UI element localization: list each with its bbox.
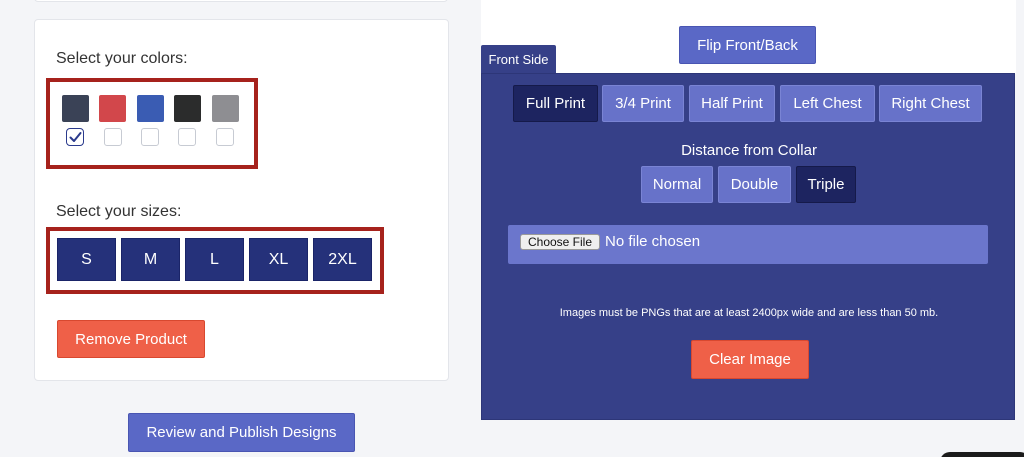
size-button-2xl[interactable]: 2XL [313,238,372,281]
remove-product-button[interactable]: Remove Product [57,320,205,358]
distance-normal[interactable]: Normal [641,166,713,203]
color-checkbox-black[interactable] [178,128,196,146]
color-checkbox-navy-gray[interactable] [66,128,84,146]
corner-widget-edge [940,452,1024,457]
sizes-label: Select your sizes: [56,203,182,220]
color-checkbox-red[interactable] [104,128,122,146]
placement-left-chest[interactable]: Left Chest [780,85,875,122]
placement-three-quarter-print[interactable]: 3/4 Print [602,85,684,122]
flip-front-back-button[interactable]: Flip Front/Back [679,26,816,64]
distance-triple[interactable]: Triple [796,166,856,203]
colors-selection [46,78,258,169]
distance-double[interactable]: Double [718,166,791,203]
colors-label: Select your colors: [56,50,188,67]
image-requirements-note: Images must be PNGs that are at least 24… [559,307,939,319]
color-checkbox-gray[interactable] [216,128,234,146]
color-swatch-black[interactable] [174,95,201,122]
color-swatch-blue[interactable] [137,95,164,122]
design-panel: Full Print 3/4 Print Half Print Left Che… [481,73,1015,420]
color-swatch-red[interactable] [99,95,126,122]
placement-full-print[interactable]: Full Print [513,85,598,122]
size-button-xl[interactable]: XL [249,238,308,281]
clear-image-button[interactable]: Clear Image [691,340,809,379]
color-swatch-navy-gray[interactable] [62,95,89,122]
size-button-s[interactable]: S [57,238,116,281]
size-button-l[interactable]: L [185,238,244,281]
size-button-m[interactable]: M [121,238,180,281]
checkmark-icon [69,132,82,142]
product-card: Select your colors: Select your sizes: S… [34,19,449,381]
sizes-selection: S M L XL 2XL [46,227,384,294]
review-publish-button[interactable]: Review and Publish Designs [128,413,355,452]
placement-right-chest[interactable]: Right Chest [879,85,982,122]
choose-file-button[interactable]: Choose File [520,234,600,250]
file-upload: Choose File No file chosen [508,225,988,264]
file-status: No file chosen [605,233,701,250]
color-swatch-gray[interactable] [212,95,239,122]
color-checkbox-blue[interactable] [141,128,159,146]
tab-front-side[interactable]: Front Side [481,45,556,74]
placement-half-print[interactable]: Half Print [689,85,775,122]
previous-card-edge [34,0,448,2]
distance-label: Distance from Collar [681,142,817,159]
